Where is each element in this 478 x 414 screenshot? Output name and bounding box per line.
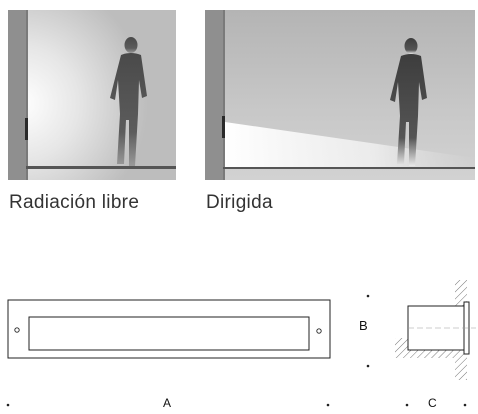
lens-opening — [28, 316, 310, 351]
floor-line — [26, 166, 176, 169]
room-background — [8, 10, 176, 180]
wall — [205, 10, 223, 180]
length-marker-right — [326, 403, 330, 407]
free-radiation-illustration — [8, 10, 176, 180]
wall — [8, 10, 26, 180]
directed-radiation-illustration — [205, 10, 475, 180]
dimension-label-depth: C — [428, 396, 437, 410]
person-silhouette — [110, 37, 147, 166]
screw-hole-right — [316, 328, 322, 334]
depth-marker-right — [463, 403, 467, 407]
side-view — [395, 280, 476, 380]
wall-light-fixture — [25, 118, 28, 140]
caption-directed: Dirigida — [206, 192, 273, 213]
directed-radiation-scene — [205, 10, 475, 180]
depth-marker-left — [405, 403, 409, 407]
floor-line — [223, 167, 475, 169]
wall-light-fixture — [222, 116, 225, 138]
technical-drawing — [6, 280, 476, 407]
dimension-label-height: B — [359, 318, 368, 333]
height-marker-bottom — [366, 364, 370, 368]
length-marker-left — [6, 403, 10, 407]
wall-section-top — [455, 280, 467, 308]
screw-hole-left — [14, 327, 20, 333]
outer-frame — [7, 299, 331, 359]
caption-free-radiation: Radiación libre — [9, 192, 140, 213]
front-view — [7, 299, 331, 359]
person-silhouette — [390, 38, 427, 166]
height-marker-top — [366, 294, 370, 298]
free-radiation-scene — [8, 10, 176, 180]
wall-edge — [223, 10, 225, 180]
wall-section-bottom — [455, 350, 467, 380]
dimension-label-length: A — [163, 396, 172, 410]
wall-edge — [26, 10, 28, 180]
